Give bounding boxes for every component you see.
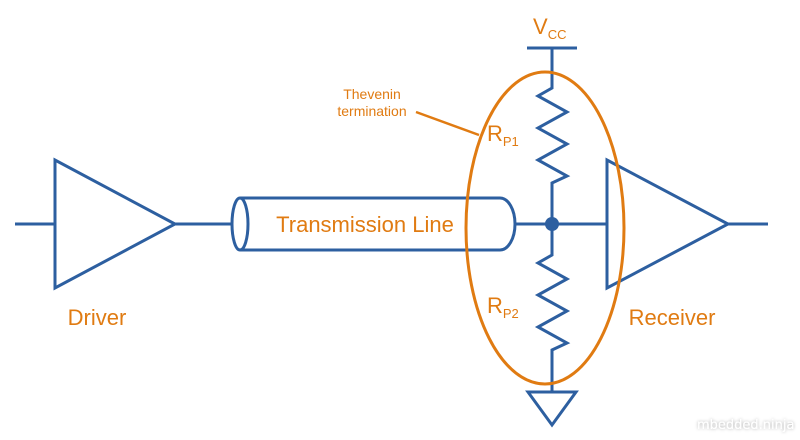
driver-buffer	[15, 157, 179, 291]
thevenin-label-line2: termination	[337, 103, 406, 119]
ground-symbol	[525, 390, 579, 428]
receiver-buffer	[605, 157, 768, 291]
junction-node	[545, 217, 559, 231]
receiver-label: Receiver	[629, 305, 716, 330]
driver-label: Driver	[68, 305, 127, 330]
resistor-rp1	[534, 48, 571, 224]
watermark: mbedded.ninja	[697, 418, 794, 433]
resistor-rp2	[534, 224, 571, 392]
vcc-label: VCC	[533, 14, 566, 42]
thevenin-label-line1: Thevenin	[343, 86, 401, 102]
rp2-label: RP2	[487, 293, 519, 321]
thevenin-highlight-ellipse	[464, 70, 626, 386]
transmission-line-label: Transmission Line	[276, 212, 454, 237]
thevenin-leader-line	[415, 110, 480, 137]
rp1-label: RP1	[487, 121, 519, 149]
